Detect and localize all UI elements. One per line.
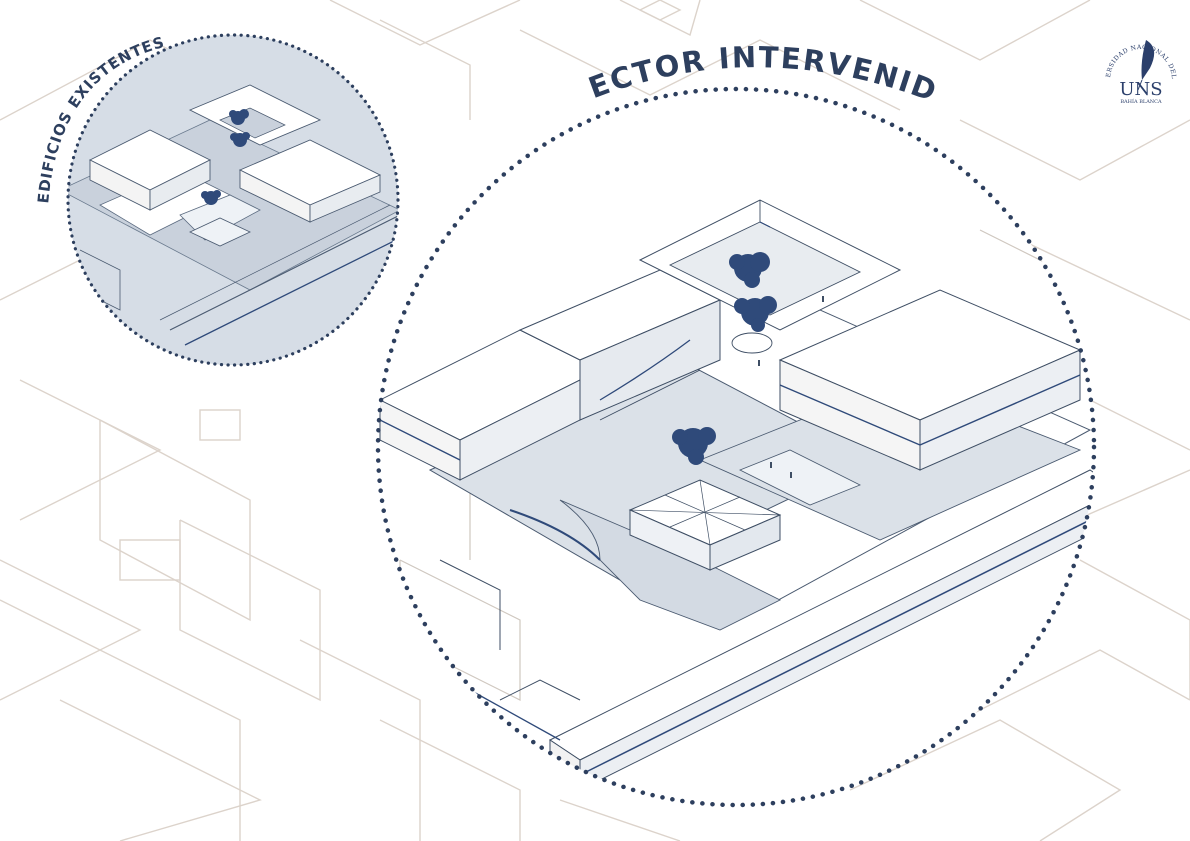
inset-axonometric bbox=[68, 84, 398, 346]
inset-tree bbox=[229, 109, 249, 125]
building-central bbox=[518, 269, 722, 421]
logo-city: BAHÍA BLANCA bbox=[1120, 98, 1162, 105]
inset-tree bbox=[201, 190, 221, 205]
tree bbox=[729, 252, 770, 288]
people bbox=[758, 296, 824, 478]
south-block bbox=[439, 469, 1094, 791]
quill-pen-icon bbox=[1137, 40, 1155, 91]
logo-acronym: UNS bbox=[1119, 79, 1162, 100]
inset-circle bbox=[66, 33, 400, 367]
pavilion bbox=[628, 479, 782, 571]
building-east bbox=[778, 289, 1082, 471]
inset-tree bbox=[230, 132, 250, 147]
tree bbox=[734, 296, 777, 332]
main-circle bbox=[375, 86, 1097, 808]
tree bbox=[672, 427, 716, 465]
main-axonometric bbox=[378, 199, 1094, 791]
building-west bbox=[378, 329, 602, 481]
